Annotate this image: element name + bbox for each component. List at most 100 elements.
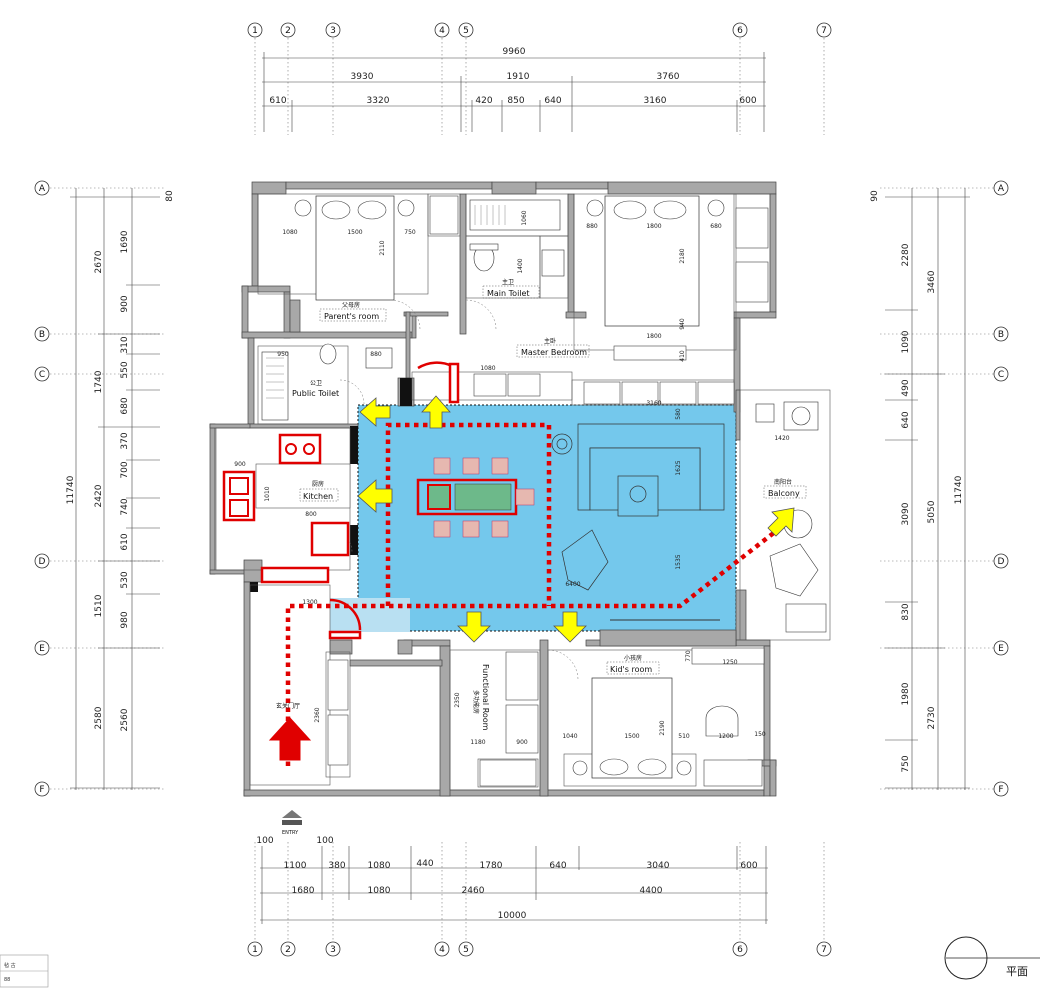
circulation-route xyxy=(285,422,782,766)
inner-dim: 510 xyxy=(678,733,690,740)
grid-col-label: 7 xyxy=(821,945,827,955)
dim-text: 100 xyxy=(256,836,273,846)
stamp-text: 毡 古 xyxy=(4,962,16,969)
dim-text: 3460 xyxy=(927,270,937,293)
kitchen-appliances xyxy=(222,361,460,640)
dim-text: 1680 xyxy=(292,886,315,896)
grid-row-label: A xyxy=(39,184,46,194)
bottom-dimension-lines xyxy=(260,846,768,924)
room-label-cn: 南阳台 xyxy=(774,478,792,486)
room-label-balcony: Balcony xyxy=(768,489,800,498)
dim-text: 3760 xyxy=(657,72,680,82)
room-label-master: Master Bedroom xyxy=(521,348,587,357)
dim-text: 2460 xyxy=(462,886,485,896)
room-label-box xyxy=(606,661,660,675)
grid-col-label: 1 xyxy=(252,945,258,955)
room-label-box xyxy=(482,285,540,299)
inner-dim: 1400 xyxy=(517,258,524,273)
dim-text: 1740 xyxy=(94,370,104,393)
dim-text: 850 xyxy=(507,96,524,106)
dim-text: 3160 xyxy=(644,96,667,106)
dim-text: 4400 xyxy=(640,886,663,896)
dim-text: 1510 xyxy=(94,594,104,617)
dim-text: 1780 xyxy=(480,861,503,871)
dim-text: 370 xyxy=(120,432,130,449)
grid-row-label: E xyxy=(998,644,1004,654)
inner-dim: 950 xyxy=(277,351,289,358)
entry-arrow-icon xyxy=(268,717,312,761)
left-dimension-lines xyxy=(70,188,160,790)
plan-title: 平面 xyxy=(944,936,1040,980)
room-label-kitchen: Kitchen xyxy=(303,492,333,501)
inner-dim: 880 xyxy=(586,223,598,230)
dim-text: 610 xyxy=(120,533,130,550)
entry-label: ENTRY xyxy=(282,830,299,836)
dim-text: 2730 xyxy=(927,706,937,729)
inner-dim: 940 xyxy=(679,318,686,330)
room-label-cn: 公卫 xyxy=(310,380,322,387)
plan-title-text: 平面 xyxy=(1006,965,1028,978)
dim-text: 550 xyxy=(120,361,130,378)
inner-dim: 580 xyxy=(675,408,682,420)
grid-col-label: 6 xyxy=(737,945,743,955)
dim-text: 100 xyxy=(316,836,333,846)
wardrobe xyxy=(327,195,827,787)
inner-dim: 900 xyxy=(234,461,246,468)
inner-dim: 2350 xyxy=(454,692,461,707)
grid-row-label: D xyxy=(39,557,46,567)
grid-col-label: 6 xyxy=(737,26,743,36)
grid-col-label: 3 xyxy=(330,26,336,36)
dim-text: 750 xyxy=(901,755,911,772)
dim-text: 610 xyxy=(269,96,286,106)
grid-col-label: 7 xyxy=(821,26,827,36)
dim-text: 90 xyxy=(870,190,880,202)
inner-dim: 880 xyxy=(370,351,382,358)
grid-row-label: E xyxy=(39,644,45,654)
bed xyxy=(315,195,700,779)
room-label-cn: 厨房 xyxy=(312,480,324,488)
dim-text: 3930 xyxy=(351,72,374,82)
dim-text: 2280 xyxy=(901,243,911,266)
dim-text: 3320 xyxy=(367,96,390,106)
inner-dim: 1080 xyxy=(282,229,297,236)
grid-col-label: 2 xyxy=(285,945,291,955)
dining-table xyxy=(416,478,535,516)
arrow-down-icon xyxy=(553,611,587,643)
dim-text: 640 xyxy=(901,411,911,428)
room-label-functional: Functional Room xyxy=(481,664,490,731)
arrow-left-icon xyxy=(359,397,391,427)
sofa xyxy=(551,423,725,591)
inner-dim: 1625 xyxy=(675,460,682,475)
dim-text: 740 xyxy=(120,498,130,515)
shower-stripes xyxy=(266,205,506,399)
dim-text: 310 xyxy=(120,336,130,353)
grid-row-label: B xyxy=(998,330,1004,340)
dim-text: 10000 xyxy=(498,911,527,921)
room-label-parents: Parent's room xyxy=(324,312,379,321)
right-dimension-lines xyxy=(885,188,970,790)
inner-dim: 2110 xyxy=(379,240,386,255)
dim-text: 1910 xyxy=(507,72,530,82)
entry-marker: ENTRY xyxy=(282,810,302,836)
dim-text: 680 xyxy=(120,397,130,414)
room-label-cn: 多功能房 xyxy=(472,690,480,714)
top-dimension-lines xyxy=(262,52,766,132)
dim-text: 2580 xyxy=(94,706,104,729)
grid-col-label: 1 xyxy=(252,26,258,36)
inner-dim: 750 xyxy=(404,229,416,236)
inner-dim: 2180 xyxy=(679,248,686,263)
dim-text: 1080 xyxy=(368,886,391,896)
arrow-left-icon xyxy=(357,479,393,513)
inner-dim: 2190 xyxy=(659,720,666,735)
dim-text: 5050 xyxy=(927,500,937,523)
inner-dim: 1060 xyxy=(521,210,528,225)
grid-col-label: 2 xyxy=(285,26,291,36)
dim-text: 3040 xyxy=(647,861,670,871)
room-label-box xyxy=(319,308,387,322)
room-label-cn: 父母房 xyxy=(342,301,360,309)
title-stamp: 毡 古 88 xyxy=(0,954,49,988)
grid-bubbles-side xyxy=(34,180,1009,797)
kitchen-counter xyxy=(255,463,351,509)
dim-text: 2560 xyxy=(120,708,130,731)
